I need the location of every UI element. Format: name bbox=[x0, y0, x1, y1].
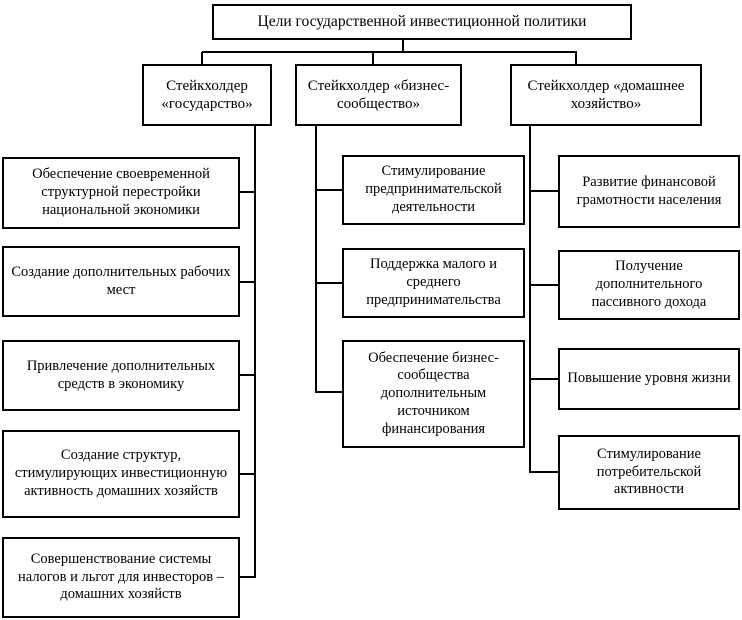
goal-box-business-2: Поддержка малого и среднего предпринимат… bbox=[342, 248, 525, 318]
goal-box-business-1: Стимулирование предпринимательской деяте… bbox=[342, 155, 525, 225]
connector-line bbox=[201, 52, 203, 64]
goal-box-state-1: Обеспечение своевременной структурной пе… bbox=[2, 157, 240, 229]
connector-line bbox=[317, 391, 342, 393]
connector-line bbox=[202, 51, 577, 53]
connector-line bbox=[529, 125, 531, 473]
stakeholder-state-box: Стейкхолдер «государство» bbox=[142, 64, 272, 126]
goal-box-state-5: Совершенствование системы налогов и льго… bbox=[2, 537, 240, 618]
connector-line bbox=[531, 378, 558, 380]
connector-line bbox=[254, 125, 256, 578]
connector-line bbox=[240, 576, 256, 578]
stakeholder-household-box: Стейкхолдер «домашнее хозяйство» bbox=[510, 64, 702, 126]
goal-box-business-3: Обеспечение бизнес-сообщества дополнител… bbox=[342, 340, 525, 448]
connector-line bbox=[372, 52, 374, 64]
goal-box-household-4: Стимулирование потребительской активност… bbox=[558, 435, 740, 510]
root-goal-box: Цели государственной инвестиционной поли… bbox=[212, 4, 632, 40]
connector-line bbox=[402, 40, 404, 52]
goal-box-household-1: Развитие финансовой грамотности населени… bbox=[558, 155, 740, 228]
connector-line bbox=[531, 190, 558, 192]
connector-line bbox=[531, 471, 558, 473]
stakeholder-business-box: Стейкхолдер «бизнес-сообщество» bbox=[295, 64, 462, 126]
goal-box-state-4: Создание структур, стимулирующих инвести… bbox=[2, 430, 240, 518]
connector-line bbox=[317, 189, 342, 191]
connector-line bbox=[240, 374, 256, 376]
goal-box-household-3: Повышение уровня жизни bbox=[558, 348, 740, 410]
goal-box-household-2: Получение дополнительного пассивного дох… bbox=[558, 250, 740, 320]
connector-line bbox=[240, 281, 256, 283]
connector-line bbox=[531, 284, 558, 286]
connector-line bbox=[240, 473, 256, 475]
goal-box-state-3: Привлечение дополнительных средств в эко… bbox=[2, 340, 240, 411]
connector-line bbox=[317, 282, 342, 284]
connector-line bbox=[575, 52, 577, 64]
connector-line bbox=[315, 125, 317, 393]
connector-line bbox=[240, 191, 256, 193]
goal-box-state-2: Создание дополнительных рабочих мест bbox=[2, 246, 240, 317]
